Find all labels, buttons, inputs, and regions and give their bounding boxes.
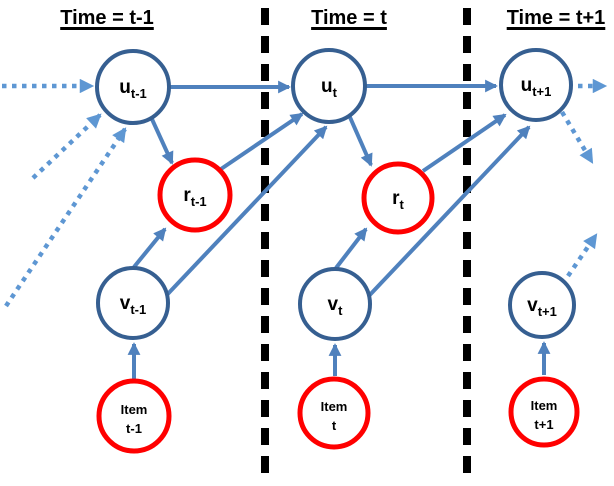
dotted-arrow-u-next-to-future: [560, 110, 594, 164]
arrow-v-cur-to-r-cur: [334, 227, 368, 270]
node-u-cur: ut: [291, 48, 367, 124]
node-circle-item-cur: [297, 376, 371, 450]
node-label-r-cur: rt: [392, 188, 404, 212]
arrow-v-prev-to-u-cur: [161, 125, 328, 301]
node-circle-v-cur: [298, 267, 372, 341]
dotted-arrow-past-to-u-prev: [31, 113, 102, 180]
arrow-r-cur-to-u-next: [421, 113, 507, 173]
node-label-u-next: ut+1: [521, 75, 552, 99]
node-circle-u-next: [499, 48, 573, 122]
header-time-t: Time = t: [311, 7, 387, 29]
node-label-u-prev: ut-1: [119, 77, 147, 101]
arrow-v-cur-to-u-next: [363, 125, 531, 302]
node-label-v-next: vt+1: [527, 295, 557, 319]
header-time-t-1: Time = t-1: [60, 7, 154, 29]
node-label-v-cur: vt: [328, 294, 344, 318]
node-circle-v-prev: [96, 266, 170, 340]
node-v-cur: vt: [298, 267, 372, 341]
node-circle-item-next: [508, 376, 580, 448]
node-circle-u-cur: [291, 48, 367, 124]
node-circle-v-next: [508, 271, 576, 339]
node-label-v-prev: vt-1: [120, 293, 146, 317]
node-label-u-cur: ut: [321, 76, 338, 100]
arrow-u-cur-to-r-cur: [347, 114, 373, 167]
node-v-prev: vt-1: [96, 266, 170, 340]
time-separators: [261, 8, 471, 481]
node-r-prev: rt-1: [157, 157, 233, 233]
node-u-next: ut+1: [499, 48, 573, 122]
node-circle-r-cur: [361, 161, 435, 235]
node-circle-u-prev: [95, 49, 171, 125]
node-circle-item-prev: [96, 378, 172, 454]
arrow-v-prev-to-r-prev: [132, 227, 167, 269]
header-time-t+1: Time = t+1: [506, 7, 606, 29]
arrow-r-prev-to-u-cur: [219, 112, 304, 171]
node-r-cur: rt: [361, 161, 435, 235]
node-label-r-prev: rt-1: [183, 185, 206, 209]
edges-layer: [2, 78, 608, 379]
arrow-u-prev-to-r-prev: [149, 116, 174, 165]
dotted-arrow-v-next-to-future: [566, 233, 598, 278]
node-circle-r-prev: [157, 157, 233, 233]
node-v-next: vt+1: [508, 271, 576, 339]
node-u-prev: ut-1: [95, 49, 171, 125]
